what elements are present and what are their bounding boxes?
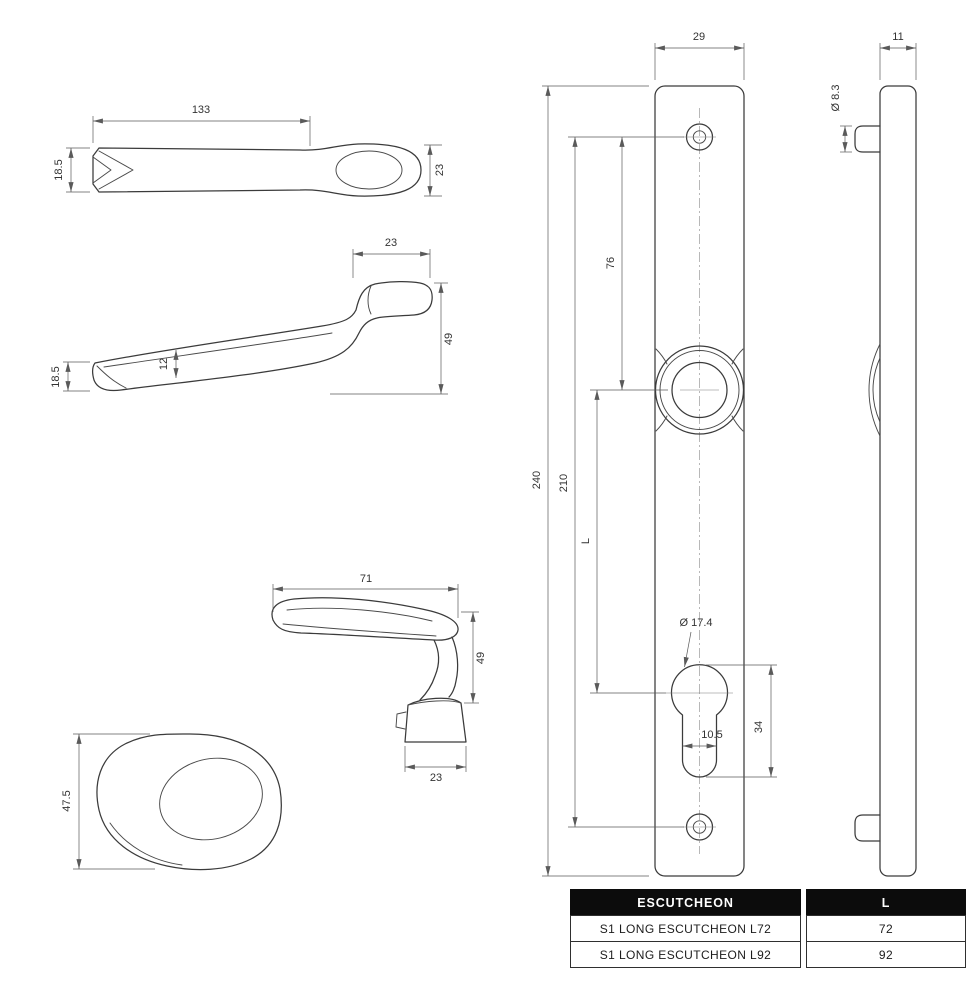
dim-slot-width: 10.5 <box>701 729 722 741</box>
dim-rose-to-cylinder: L <box>580 538 592 544</box>
handle-side-tip-line <box>96 365 127 389</box>
rose-recess-oval <box>159 757 263 841</box>
bottom-fixing-pin <box>854 814 881 842</box>
grip-detail-line <box>286 607 433 622</box>
neck-curve-left <box>419 639 440 701</box>
dim-plate-width: 29 <box>693 31 705 43</box>
dim-boss-width: 23 <box>385 237 397 249</box>
rose-detail-curve <box>109 822 183 866</box>
table-row-value: 92 <box>806 941 966 968</box>
dim-tip-height: 18.5 <box>50 366 62 387</box>
euro-cylinder-hole <box>670 664 729 778</box>
rosette-profile-bulge <box>868 343 881 437</box>
leader-line <box>683 631 692 668</box>
dim-cylinder-diameter: Ø 17.4 <box>679 617 712 629</box>
view-escutcheon-front: 29 240 210 76 L Ø 17.4 10.5 34 <box>531 31 777 877</box>
grip-detail-line <box>282 623 437 637</box>
neck-curve-right <box>448 636 459 698</box>
dim-handle-height: 49 <box>443 333 455 345</box>
dim-total-height: 240 <box>531 471 543 489</box>
dim-handle-width-left: 18.5 <box>53 159 65 180</box>
table-row-name: S1 LONG ESCUTCHEON L92 <box>570 941 801 968</box>
rosette-inner-circle <box>671 361 728 419</box>
grip-outline <box>271 597 459 641</box>
view-handle-side: 23 12 18.5 49 <box>50 237 455 395</box>
spindle-chevron-outer <box>98 150 134 190</box>
plate-profile <box>879 85 917 877</box>
base-tab <box>395 711 407 730</box>
handle-side-grip-line <box>103 332 333 368</box>
dim-rear-height: 49 <box>475 652 487 664</box>
handle-side-outline <box>92 281 433 392</box>
dim-screw-spacing: 210 <box>558 474 570 492</box>
rosette-fillet <box>731 348 744 365</box>
base-top-line <box>407 700 462 706</box>
rose-outline <box>96 733 282 871</box>
spindle-chevron-inner <box>92 156 112 184</box>
view-handle-rear: 71 49 23 <box>271 573 487 784</box>
top-fixing-pin <box>854 125 881 153</box>
dim-handle-length: 133 <box>192 104 210 116</box>
base-outline <box>404 697 467 743</box>
rosette-profile-bulge-inner <box>872 357 881 423</box>
dim-base-width: 23 <box>430 772 442 784</box>
escutcheon-spec-table: ESCUTCHEON L S1 LONG ESCUTCHEON L72 72 S… <box>570 889 966 968</box>
rosette-fillet <box>655 415 668 432</box>
handle-top-outline <box>92 143 422 197</box>
table-row: S1 LONG ESCUTCHEON L72 72 <box>570 915 966 942</box>
table-header-row: ESCUTCHEON L <box>570 889 966 916</box>
handle-side-boss-face <box>367 285 372 315</box>
rosette-fillet <box>731 415 744 432</box>
dim-pin-diameter: Ø 8.3 <box>830 85 842 112</box>
boss-recess-oval <box>335 150 403 190</box>
view-escutcheon-side: 11 Ø 8.3 <box>830 31 917 877</box>
rosette-fillet <box>655 348 668 365</box>
escutcheon-plate <box>654 85 745 877</box>
dim-top-to-rose: 76 <box>605 257 617 269</box>
dim-plate-thickness: 11 <box>892 31 903 43</box>
view-handle-top: 133 18.5 23 <box>53 104 446 197</box>
dim-arm-thickness: 12 <box>158 358 170 370</box>
dim-handle-width-right: 23 <box>434 164 446 176</box>
table-header-escutcheon: ESCUTCHEON <box>570 889 801 916</box>
dim-grip-length: 71 <box>360 573 372 585</box>
table-row-name: S1 LONG ESCUTCHEON L72 <box>570 915 801 942</box>
view-rose-underside: 47.5 <box>61 733 282 871</box>
dim-cylinder-height: 34 <box>753 721 765 733</box>
table-row: S1 LONG ESCUTCHEON L92 92 <box>570 941 966 968</box>
dim-rose-width: 47.5 <box>61 790 73 811</box>
table-row-value: 72 <box>806 915 966 942</box>
table-header-l: L <box>806 889 966 916</box>
